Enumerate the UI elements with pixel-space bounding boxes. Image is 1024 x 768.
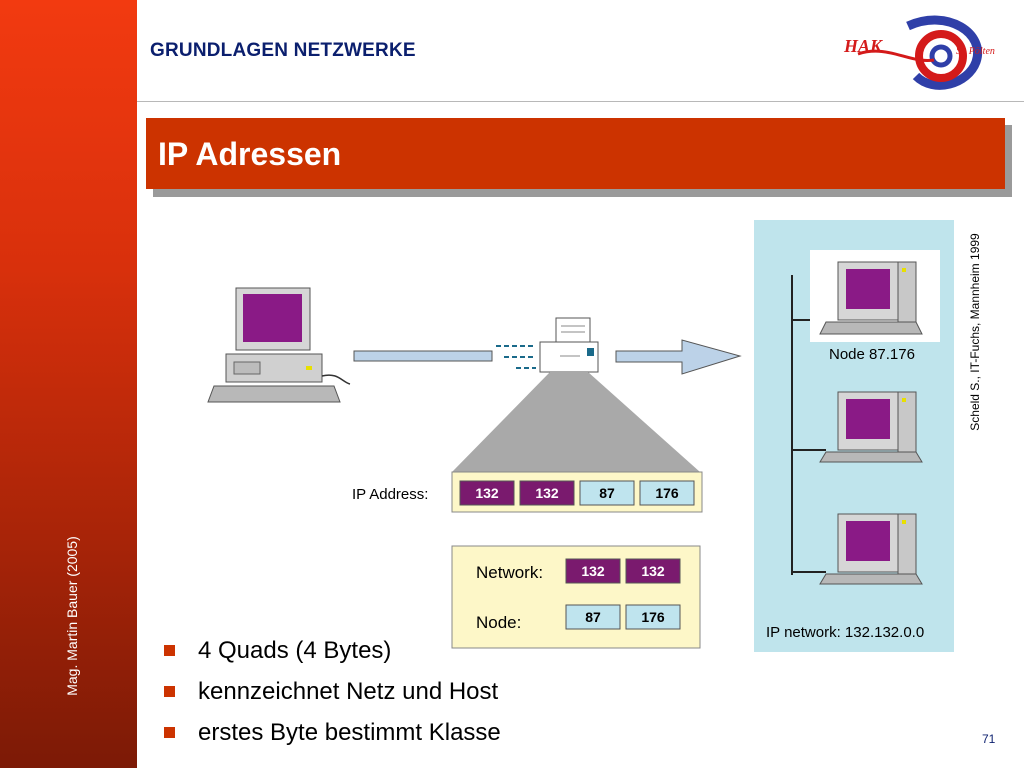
header-title: GRUNDLAGEN NETZWERKE <box>150 40 416 61</box>
network-label: Network: <box>476 563 543 582</box>
zoom-funnel <box>452 372 700 472</box>
bullet-item: kennzeichnet Netz und Host <box>162 673 501 714</box>
ip-byte-value: 87 <box>599 485 615 501</box>
ip-byte-cell <box>519 480 575 506</box>
title-bar <box>146 118 1005 189</box>
bullet-text: erstes Byte bestimmt Klasse <box>198 719 501 746</box>
ip-byte-value: 132 <box>535 485 559 501</box>
page-number: 71 <box>982 732 996 746</box>
node-label: Node: <box>476 613 521 632</box>
logo-text-city: St. Pölten <box>956 46 995 57</box>
ip-byte-value: 176 <box>655 485 679 501</box>
ip-byte-value: 132 <box>475 485 499 501</box>
ip-address-label: IP Address: <box>352 486 428 503</box>
network-byte-cell <box>625 558 681 584</box>
bullet-item: erstes Byte bestimmt Klasse <box>162 714 501 755</box>
node-byte-cell <box>565 604 621 630</box>
network-byte-cell <box>565 558 621 584</box>
bullet-text: 4 Quads (4 Bytes) <box>198 637 392 664</box>
school-logo: HAK St. Pölten <box>843 15 995 90</box>
logo-ring-red <box>915 30 967 82</box>
node-byte-cell <box>625 604 681 630</box>
ip-byte-cell <box>459 480 515 506</box>
packet-envelope-icon <box>539 317 599 373</box>
bullet-text: kennzeichnet Netz und Host <box>198 678 499 705</box>
network-byte-value: 132 <box>581 563 605 579</box>
header-divider <box>137 101 1024 102</box>
node-byte-value: 87 <box>585 609 601 625</box>
network-byte-value: 132 <box>641 563 665 579</box>
ip-network-label: IP network: 132.132.0.0 <box>766 624 924 641</box>
transmission-line <box>353 350 493 362</box>
bullet-item: 4 Quads (4 Bytes) <box>162 632 501 673</box>
bullet-square-icon <box>164 686 175 697</box>
slide-title: IP Adressen <box>158 136 342 172</box>
sender-computer-icon <box>207 287 351 403</box>
logo-core-blue <box>929 44 953 68</box>
computer-icon <box>819 391 923 463</box>
bullet-square-icon <box>164 727 175 738</box>
ip-byte-cell <box>639 480 695 506</box>
source-credit: Scheld S., IT-Fuchs, Mannheim 1999 <box>968 233 982 431</box>
node-byte-value: 176 <box>641 609 665 625</box>
logo-swirl-blue <box>906 15 983 90</box>
bullet-list: 4 Quads (4 Bytes) kennzeichnet Netz und … <box>162 632 501 755</box>
node-name-label: Node 87.176 <box>829 346 915 363</box>
sidebar: Mag. Martin Bauer (2005) <box>0 0 137 768</box>
arrow-right-icon <box>615 339 742 375</box>
logo-stroke-red <box>857 49 935 63</box>
logo-text-main: HAK <box>843 36 884 56</box>
computer-icon <box>819 261 923 335</box>
computer-icon <box>819 513 923 585</box>
bullet-square-icon <box>164 645 175 656</box>
ip-byte-cell <box>579 480 635 506</box>
